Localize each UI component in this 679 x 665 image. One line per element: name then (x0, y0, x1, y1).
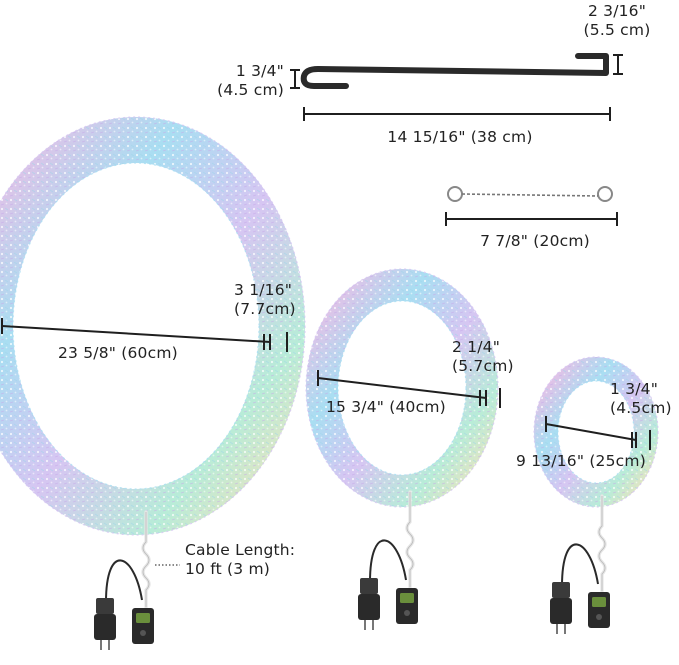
medium-controller-led (400, 593, 414, 603)
large-wreath (0, 116, 306, 536)
large-wreath-thickness-imperial: 3 1/16" (234, 281, 293, 299)
small-lead-wire (561, 543, 599, 587)
cable-length-title: Cable Length: (185, 541, 296, 559)
small-wreath-diameter-label: 9 13/16" (25cm) (516, 452, 646, 470)
large-controller-led (136, 613, 150, 623)
small-power-plug (550, 598, 572, 624)
medium-wreath-thickness-imperial: 2 1/4" (452, 338, 501, 356)
small-wreath-thickness-label: 1 3/4" (4.5cm) (610, 380, 672, 418)
small-wreath (533, 356, 659, 508)
small-controller-button (596, 614, 602, 620)
cable-illustrations (94, 490, 610, 650)
small-wreath-thickness-imperial: 1 3/4" (610, 380, 659, 398)
hook-illustration (300, 53, 609, 89)
hook-height-imperial: 1 3/4" (235, 62, 284, 80)
medium-wreath-outer-edge (305, 268, 499, 508)
chain-illustration (447, 186, 613, 202)
medium-wreath-diameter-line (317, 370, 501, 408)
large-wreath-sparkle (0, 117, 305, 535)
hook-length-label: 14 15/16" (38 cm) (387, 128, 533, 146)
small-cable-set (550, 494, 610, 634)
hook-height-metric: (4.5 cm) (217, 81, 284, 99)
medium-wreath-diameter-label: 15 3/4" (40cm) (326, 398, 446, 416)
wreath-illustrations (0, 116, 659, 536)
small-wreath-diameter-line (545, 416, 651, 450)
medium-controller-button (404, 610, 410, 616)
large-wreath-diameter-label: 23 5/8" (60cm) (58, 344, 178, 362)
hook-top-label: 2 3/16" (5.5 cm) (572, 2, 662, 40)
medium-power-plug (358, 594, 380, 620)
large-wreath-thickness-label: 3 1/16" (7.7cm) (234, 281, 296, 319)
medium-wreath-thickness-label: 2 1/4" (5.7cm) (452, 338, 514, 376)
large-controller-button (140, 630, 146, 636)
small-wreath-inner-edge (557, 380, 635, 484)
cable-length-label: Cable Length: 10 ft (3 m) (185, 541, 295, 579)
large-wreath-outer-edge (0, 116, 306, 536)
large-cable-set (94, 510, 154, 650)
chain-length-label: 7 7/8" (20cm) (480, 232, 590, 250)
chain-dimension-line (445, 212, 618, 226)
medium-wreath-inner-edge (337, 300, 467, 476)
medium-wreath-thickness-metric: (5.7cm) (452, 357, 514, 375)
small-wreath-thickness-metric: (4.5cm) (610, 399, 672, 417)
medium-lead-wire (369, 539, 407, 583)
small-wreath-outer-edge (533, 356, 659, 508)
large-wreath-inner-edge (12, 162, 260, 490)
large-wreath-thickness-metric: (7.7cm) (234, 300, 296, 318)
hook-dimension-lines (290, 54, 623, 121)
cable-length-value: 10 ft (3 m) (185, 560, 271, 578)
medium-cable-set (358, 490, 418, 630)
hook-height-label: 1 3/4" (4.5 cm) (217, 62, 284, 100)
large-power-plug (94, 614, 116, 640)
medium-wreath (305, 268, 501, 508)
hook-top-imperial: 2 3/16" (587, 2, 647, 20)
large-wreath-diameter-line (1, 318, 288, 352)
large-lead-wire (105, 559, 143, 603)
small-controller-led (592, 597, 606, 607)
medium-wreath-sparkle (306, 269, 498, 507)
hook-top-metric: (5.5 cm) (583, 21, 651, 39)
